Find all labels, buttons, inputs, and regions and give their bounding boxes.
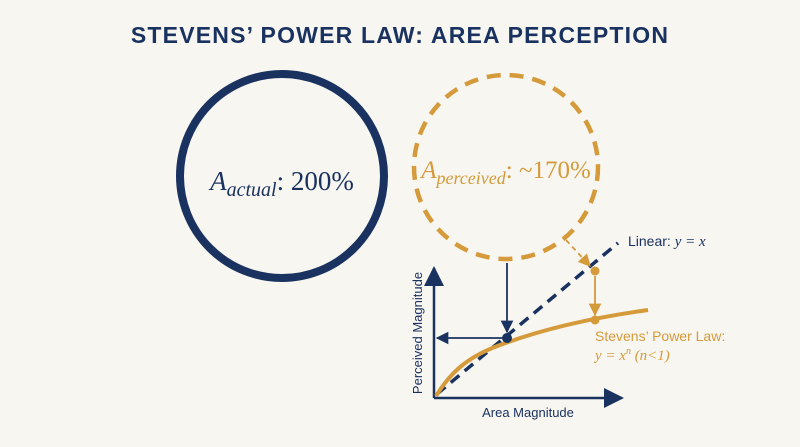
intersection-point <box>502 333 512 343</box>
perceived-area-circle <box>411 72 601 262</box>
linear-point <box>590 266 600 276</box>
power-law-eq-exponent: n <box>626 346 631 357</box>
linear-label-prefix: Linear: <box>628 233 675 249</box>
actual-area-circle <box>176 70 388 282</box>
power-law-label-equation: y = xn (n<1) <box>593 346 670 364</box>
linear-line <box>435 241 620 396</box>
power-law-label-title: Stevens’ Power Law: <box>595 328 725 344</box>
linear-label: Linear: y = x <box>628 233 706 250</box>
perceived-area-value: : ~170% <box>506 157 591 184</box>
curve-point <box>590 315 600 325</box>
actual-area-subscript: actual <box>227 179 277 201</box>
y-axis-label: Perceived Magnitude <box>410 272 425 394</box>
page-title: STEVENS’ POWER LAW: AREA PERCEPTION <box>131 22 669 48</box>
power-law-eq-base: y = x <box>593 348 626 364</box>
actual-area-label: Aactual: 200% <box>208 166 354 201</box>
actual-area-symbol: A <box>208 166 227 196</box>
x-axis-label: Area Magnitude <box>482 405 574 420</box>
perceived-guide-arrow <box>565 239 591 267</box>
perceived-area-symbol: A <box>419 157 437 184</box>
perceived-area-subscript: perceived <box>434 168 506 188</box>
power-law-eq-condition: (n<1) <box>631 348 670 364</box>
power-law-curve <box>434 308 649 398</box>
actual-area-value: : 200% <box>277 166 354 196</box>
perceived-area-label: Aperceived: ~170% <box>419 157 591 188</box>
linear-label-equation: y = x <box>673 234 706 250</box>
